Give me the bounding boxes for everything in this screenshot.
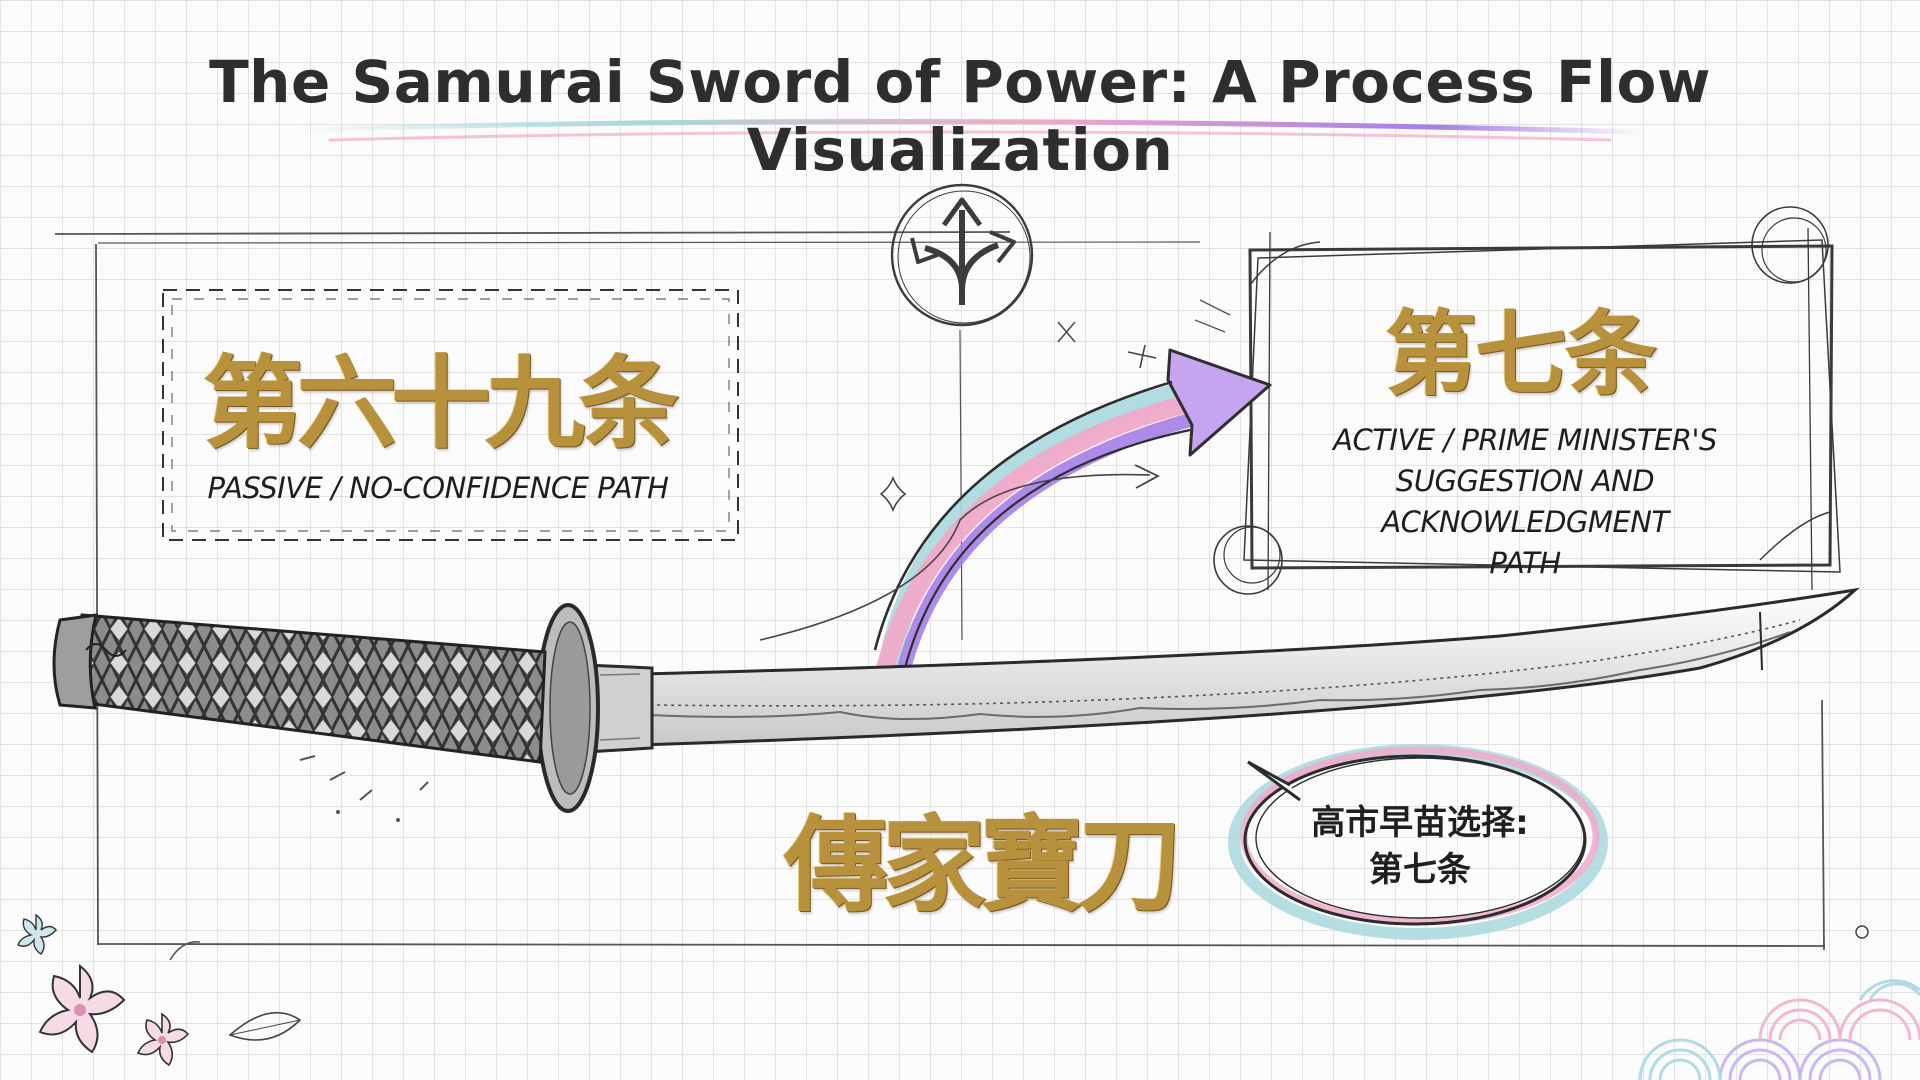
katana-icon: [52, 587, 1869, 939]
left-path-panel: [162, 289, 739, 541]
curved-arrow-icon: [759, 299, 1272, 677]
branching-arrows-icon: [890, 183, 1034, 327]
sketch-frame: [54, 231, 1826, 951]
cherry-blossom-icon: [17, 913, 302, 1067]
corner-circle-top-right: [1751, 206, 1829, 284]
sword-label: 傳家寶刀: [783, 803, 1182, 926]
right-path-panel: [1213, 206, 1841, 595]
seigaiha-wave-icon: [1638, 979, 1920, 1080]
active-path-caption-line: PATH: [1489, 546, 1561, 580]
page-title: The Samurai Sword of Power: A Process Fl…: [209, 48, 1711, 184]
speech-bubble-line: 高市早苗选择:: [1311, 803, 1529, 843]
active-path-caption-line: ACTIVE / PRIME MINISTER'S: [1333, 423, 1717, 457]
speech-bubble-line: 第七条: [1369, 850, 1471, 890]
title-underline: [287, 118, 1643, 142]
speech-bubble-shape: [1228, 744, 1608, 940]
active-path-caption: ACTIVE / PRIME MINISTER'S SUGGESTION AND…: [1255, 420, 1795, 584]
corner-circle-bottom-left: [1213, 525, 1283, 595]
article-69-heading: 第六十九条: [203, 344, 679, 462]
active-path-caption-line: SUGGESTION AND ACKNOWLEDGMENT: [1381, 464, 1669, 539]
passive-path-caption: PASSIVE / NO-CONFIDENCE PATH: [207, 471, 669, 505]
article-7-heading: 第七条: [1384, 300, 1657, 408]
speech-bubble: 高市早苗选择: 第七条: [1255, 800, 1585, 894]
